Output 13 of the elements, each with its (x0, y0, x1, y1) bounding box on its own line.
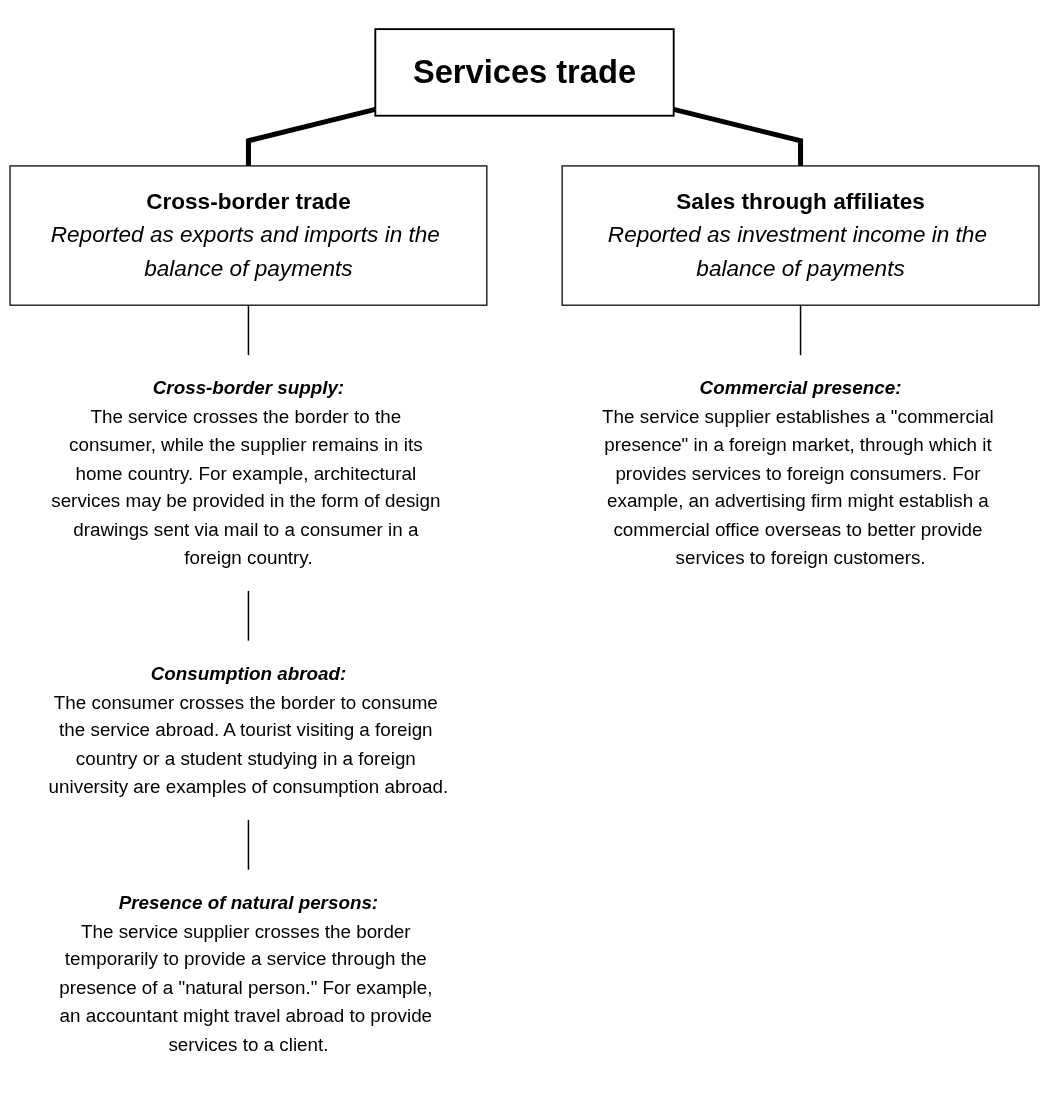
node-text: Cross-border supply: The service crosses the border to the consumer, while the supplier remains in its home country. For example, architectural services may be provided in the form of design drawings sent via mail to a consumer in a foreign country. (51, 376, 441, 568)
node-text: Consumption abroad: The consumer crosses the border to consume the service abroad. A tourist visiting a foreign country or a student studying in a foreign university are examples of consumption abroad. (48, 662, 449, 797)
node-box: Cross-border trade Reported as exports and imports in the balance of payments (9, 165, 488, 306)
connector (247, 304, 250, 357)
node-box: Sales through affiliates Reported as investment income in the balance of payments (561, 165, 1040, 306)
connector (245, 106, 376, 166)
connector (247, 589, 250, 642)
node-box: Services trade (374, 28, 675, 117)
node-text: Commercial presence: The service supplier establishes a "commercial presence" in a foreign market, through which it provides services to foreign consumers. For example, an advertising firm might establish a commercial office overseas to better provide services to foreign customers. (602, 376, 994, 568)
node-text: Presence of natural persons: The service supplier crosses the border temporarily to provide a service through the presence of a "natural person." For example, an accountant might travel abroad to provide services to a client. (59, 891, 433, 1054)
connector (247, 818, 250, 871)
connector (673, 106, 804, 166)
connector (799, 304, 802, 357)
